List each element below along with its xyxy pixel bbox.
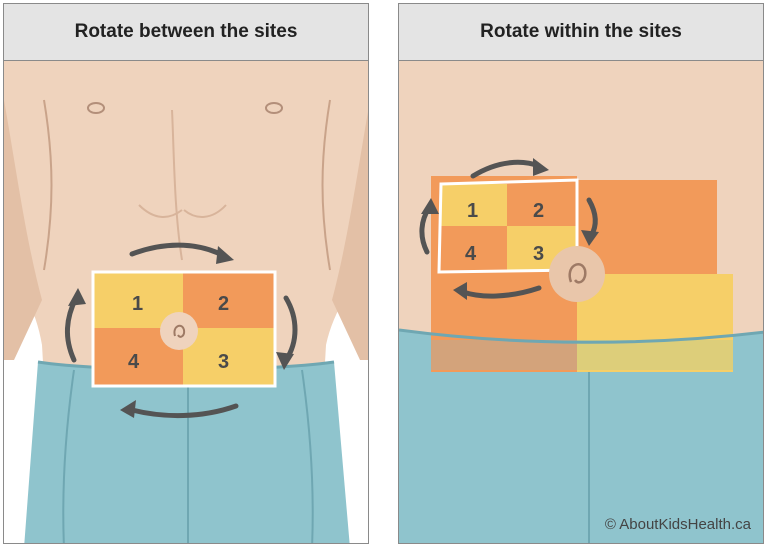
arrow-head-top-r [533,158,549,176]
site-2 [183,272,275,328]
site-3 [183,328,275,386]
jeans-closeup [399,330,763,543]
arrow-head-bottom [120,400,136,418]
subsite-label-1: 1 [467,200,478,222]
copyright-credit: © AboutKidsHealth.ca [604,516,751,533]
arrow-head-left-r [421,198,439,214]
subsite-2 [507,184,577,226]
panel-rotate-between: Rotate between the sites [3,3,369,544]
navel-left [160,312,198,350]
jeans [24,362,350,543]
subsite-label-2: 2 [533,200,544,222]
nipple-left [87,102,105,114]
arrow-head-left [68,288,86,306]
torso-illustration-left: 1 2 3 4 [4,60,368,543]
panel-rotate-within: Rotate within the sites 1 [398,3,764,544]
subsite-4 [439,226,507,270]
subsite-label-4: 4 [465,243,477,265]
panel-title-right: Rotate within the sites [399,4,763,61]
arrow-head-right [276,352,294,370]
site-label-3: 3 [218,351,229,373]
arrow-head-bottom-r [453,282,467,300]
panel-title-left: Rotate between the sites [4,4,368,61]
subsite-1 [441,184,507,226]
site-label-2: 2 [218,293,229,315]
arrow-head-right-r [581,230,599,246]
site-label-4: 4 [128,351,140,373]
nipple-right [265,102,283,114]
arrow-head-top [216,246,234,264]
subsite-label-3: 3 [533,243,544,265]
navel-right [549,246,605,302]
torso-illustration-right: 1 2 3 4 [399,60,763,543]
site-label-1: 1 [132,293,143,315]
